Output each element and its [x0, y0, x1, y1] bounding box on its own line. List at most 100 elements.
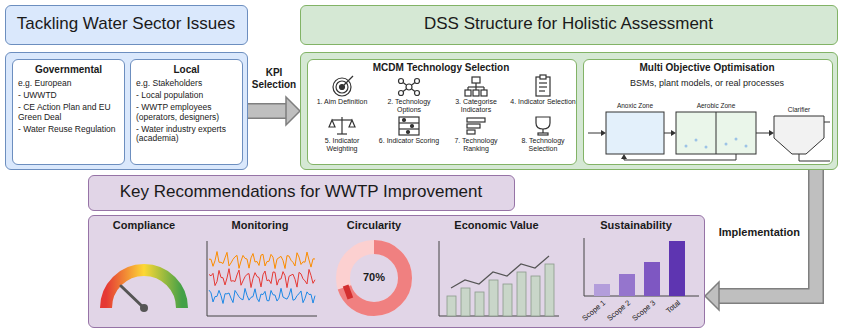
gauge-chart [106, 270, 182, 312]
issue-box: Governmentale.g. European- UWWTD- CE Act… [12, 59, 125, 165]
edge-label: Implementation [717, 226, 802, 239]
step-label: 2. Technology Options [376, 98, 442, 116]
dss-panel: DSS Structure for Holistic Assessment [300, 52, 838, 170]
step-label: 1. Aim Definition [309, 98, 375, 116]
circle-shape [695, 139, 698, 142]
line-shape [539, 86, 547, 87]
rect-shape [489, 280, 498, 316]
clarifier-tank [774, 116, 824, 154]
monitoring-chart [207, 241, 317, 316]
step-label: 5. Indicator Weighting [309, 137, 375, 155]
box-title: Multi Objective Optimisation [585, 62, 829, 76]
time-series [209, 252, 315, 304]
circle-shape [725, 143, 728, 146]
rect-shape [545, 264, 554, 316]
example-text: e.g. European [18, 79, 119, 89]
anoxic-tank [606, 112, 664, 154]
step-label: 8. Technology Selection [510, 137, 576, 155]
path-shape [824, 122, 830, 123]
mcdm-box: MCDM Technology Selection 1. Aim Definiti… [307, 59, 577, 165]
circle-shape [406, 84, 412, 90]
line-shape [399, 122, 419, 123]
path-shape [664, 133, 672, 134]
line-shape [542, 129, 543, 133]
rect-shape [467, 118, 485, 122]
rect-shape [475, 292, 484, 316]
rect-shape [447, 296, 456, 316]
flow-heads [601, 130, 774, 159]
block-arrow [705, 170, 816, 310]
tank-divider [716, 112, 717, 154]
circle-shape [399, 79, 404, 84]
chart-title: Monitoring [201, 219, 319, 234]
chart-title: Compliance [92, 219, 196, 234]
ranking-icon [467, 118, 485, 134]
zone-label: Aerobic Zone [676, 102, 756, 111]
series-line [209, 269, 315, 288]
path-shape [756, 133, 770, 134]
scales-icon [329, 117, 355, 134]
series-line [209, 252, 315, 269]
box-subtitle: BSMs, plant models, or real processes [585, 78, 829, 91]
box-title: Governmental [18, 64, 119, 76]
path-shape [621, 154, 627, 159]
path-shape [671, 130, 676, 136]
path-shape [799, 154, 830, 161]
trophy-icon [536, 117, 550, 135]
rect-shape [517, 272, 526, 316]
circle-shape [340, 85, 345, 90]
path-shape [349, 120, 355, 127]
list-item: - Water Reuse Regulation [18, 125, 119, 135]
chart-axes [207, 241, 317, 316]
circle-shape [399, 91, 404, 96]
list-item: - Local population [136, 91, 237, 101]
arrow-outline [248, 103, 286, 119]
rect-shape [465, 90, 471, 96]
box-title: Local [136, 64, 237, 76]
list-item: - UWWTD [18, 91, 119, 101]
path-shape [536, 117, 550, 129]
gauge-needle [121, 286, 144, 308]
zone-label: Anoxic Zone [598, 102, 672, 111]
issue-box: Locale.g. Stakeholders- Local population… [130, 59, 243, 165]
rect-shape [481, 90, 487, 96]
optimisation-box: Multi Objective OptimisationBSMs, plant … [583, 59, 833, 165]
donut-rest [343, 247, 405, 309]
panel-heading: DSS Structure for Holistic Assessment [300, 5, 838, 45]
rect-shape [536, 77, 550, 96]
trend-line [451, 256, 549, 288]
gauge-hub [140, 304, 148, 312]
total-bar [669, 241, 685, 296]
rect-shape [531, 276, 540, 316]
line-shape [399, 128, 419, 129]
rect-shape [467, 124, 480, 128]
value-bars [447, 264, 554, 316]
axis-label: Scope 1 [576, 299, 608, 329]
circle-shape [407, 131, 410, 134]
step-label: 4. Indicator Selection [510, 98, 576, 116]
arrow-head [705, 282, 719, 310]
line-shape [332, 119, 352, 120]
clipboard-icon [536, 75, 550, 96]
panel-heading: Key Recommendations for WWTP Improvement [88, 175, 515, 211]
circle-shape [403, 119, 406, 122]
plant-layout [588, 112, 830, 161]
rect-shape [467, 130, 475, 134]
line-shape [344, 76, 353, 85]
box-title: MCDM Technology Selection [309, 62, 573, 76]
circle-shape [411, 125, 414, 128]
edge-label: KPI Selection [249, 67, 299, 91]
step-label: 6. Indicator Scoring [376, 137, 442, 155]
scoring-icon [399, 117, 419, 135]
step-label: 3. Categorise Indicators [443, 98, 509, 116]
step-label: 7. Technology Ranking [443, 137, 509, 155]
line-shape [539, 90, 545, 91]
circle-shape [415, 91, 420, 96]
circle-shape [745, 145, 748, 148]
rect-shape [540, 75, 546, 79]
aeration-bubbles [685, 138, 748, 149]
arrow-shaft [248, 105, 286, 118]
percent-value: 70% [352, 271, 396, 285]
path-shape [624, 154, 736, 160]
rect-shape [461, 288, 470, 316]
